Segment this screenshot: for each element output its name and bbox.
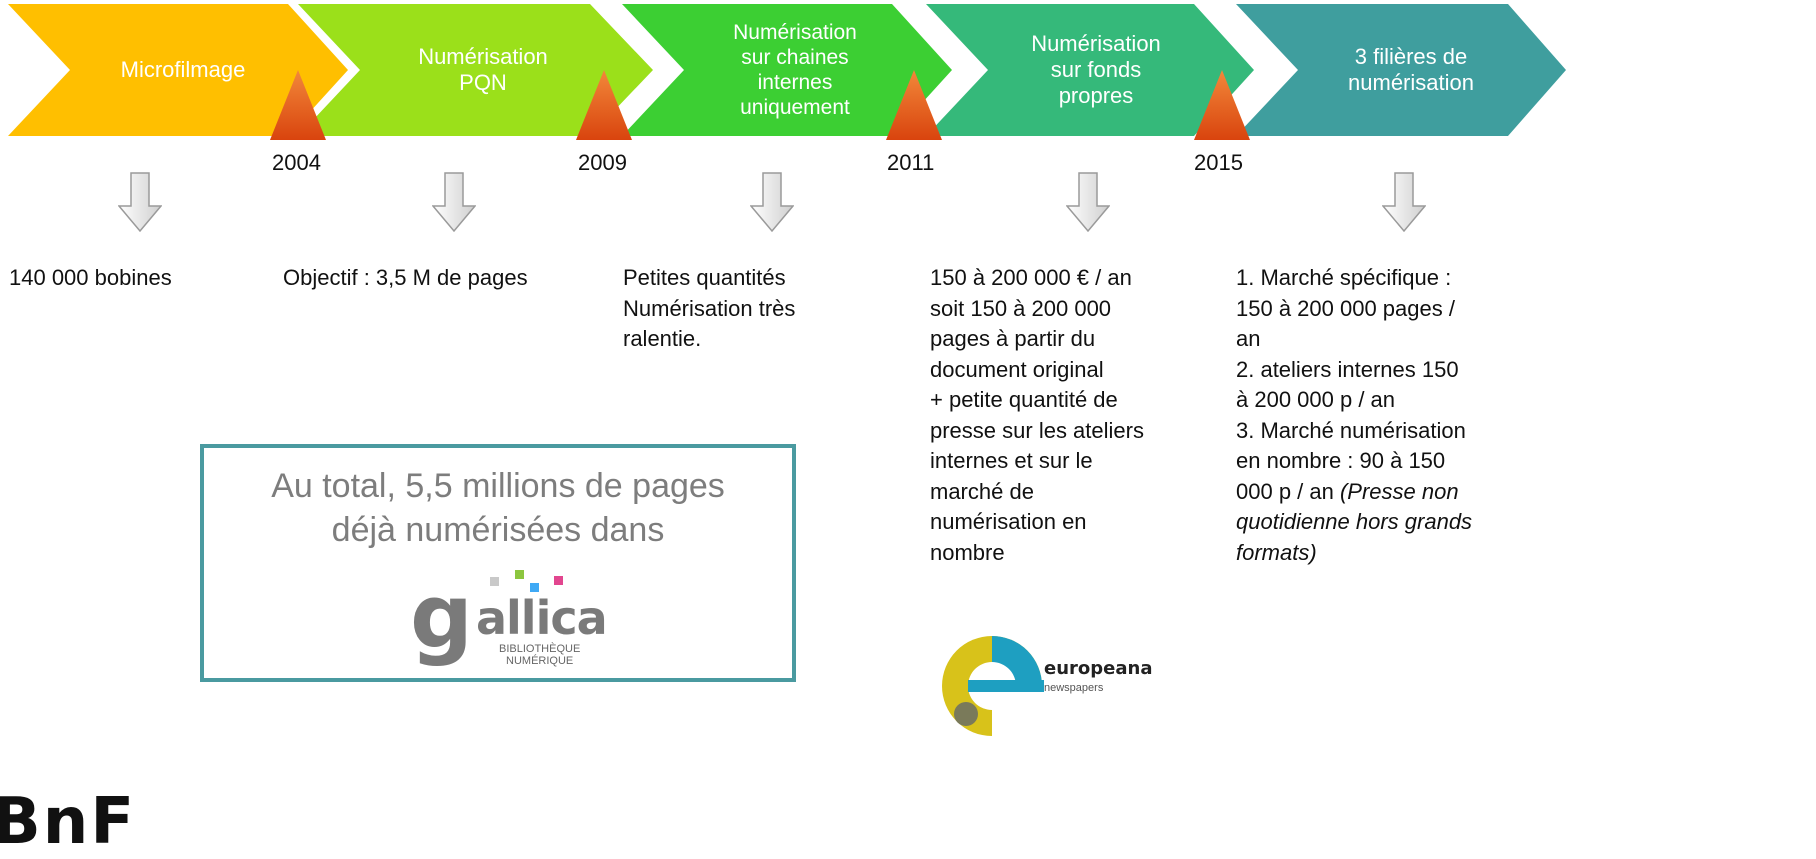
phase-description: Objectif : 3,5 M de pages xyxy=(283,265,528,290)
chevron-shape xyxy=(926,4,1254,136)
milestone-triangle-icon xyxy=(1194,70,1250,140)
phase-description-main: 1. Marché spécifique : 150 à 200 000 pag… xyxy=(1236,265,1466,504)
gallica-logo-subtitle: BIBLIOTHÈQUE NUMÉRIQUE xyxy=(499,643,581,667)
gallica-logo[interactable]: g allica BIBLIOTHÈQUE NUMÉRIQUE xyxy=(410,570,614,673)
europeana-word: europeana xyxy=(1044,658,1153,679)
chevron-shape xyxy=(8,4,348,136)
gallica-square-pink xyxy=(554,576,563,585)
europeana-e-icon xyxy=(942,636,1044,738)
down-arrow-icon xyxy=(750,172,794,232)
phase-label: Numérisation sur chaines internes unique… xyxy=(733,21,857,119)
phase-label: 3 filières de numérisation xyxy=(1348,44,1474,95)
milestone-triangle-icon xyxy=(270,70,326,140)
gallica-square-grey xyxy=(490,577,499,586)
gallica-square-blue xyxy=(530,583,539,592)
summary-box: Au total, 5,5 millions de pages déjà num… xyxy=(200,444,796,682)
gallica-logo-word: allica xyxy=(476,591,608,645)
bnf-logo-text: BnF xyxy=(0,785,137,859)
phase-chevron-2: Numérisation PQN xyxy=(298,4,660,136)
milestone-triangle-icon xyxy=(886,70,942,140)
milestone-year: 2015 xyxy=(1194,150,1243,175)
phase-label: Numérisation PQN xyxy=(418,44,548,95)
phase-label: Numérisation sur fonds propres xyxy=(1031,31,1161,108)
phase-chevron-3: Numérisation sur chaines internes unique… xyxy=(600,4,956,136)
phase-description-note: (Presse non quotidienne hors grands form… xyxy=(1236,478,1473,565)
summary-text: Au total, 5,5 millions de pages déjà num… xyxy=(271,467,725,549)
phase-description: Petites quantités Numérisation très rale… xyxy=(623,265,796,351)
europeana-newspapers-logo[interactable]: europeana newspapers xyxy=(940,634,1152,738)
chevron-shape xyxy=(1236,4,1566,136)
phase-chevron-4: Numérisation sur fonds propres xyxy=(906,4,1256,136)
milestone-year: 2004 xyxy=(272,150,321,175)
gallica-logo-g: g xyxy=(410,565,473,668)
chevron-shape xyxy=(622,4,952,136)
europeana-subtitle: newspapers xyxy=(1044,682,1104,694)
milestone-year: 2009 xyxy=(578,150,627,175)
milestone-triangle-icon xyxy=(576,70,632,140)
bnf-logo[interactable]: BnF xyxy=(0,790,136,854)
phase-label: Microfilmage xyxy=(120,57,246,82)
phase-description: 150 à 200 000 € / an soit 150 à 200 000 … xyxy=(930,265,1144,565)
phase-description: 1. Marché spécifique : 150 à 200 000 pag… xyxy=(1236,263,1472,568)
down-arrow-icon xyxy=(432,172,476,232)
chevron-shape xyxy=(298,4,653,136)
phase-chevron-5: 3 filières de numérisation xyxy=(1216,4,1568,136)
phase-description: 140 000 bobines xyxy=(9,265,172,290)
phase-chevron-1: Microfilmage xyxy=(8,4,353,136)
gallica-square-green xyxy=(515,570,524,579)
milestone-year: 2011 xyxy=(887,150,935,175)
down-arrow-icon xyxy=(1382,172,1426,232)
down-arrow-icon xyxy=(1066,172,1110,232)
down-arrow-icon xyxy=(118,172,162,232)
